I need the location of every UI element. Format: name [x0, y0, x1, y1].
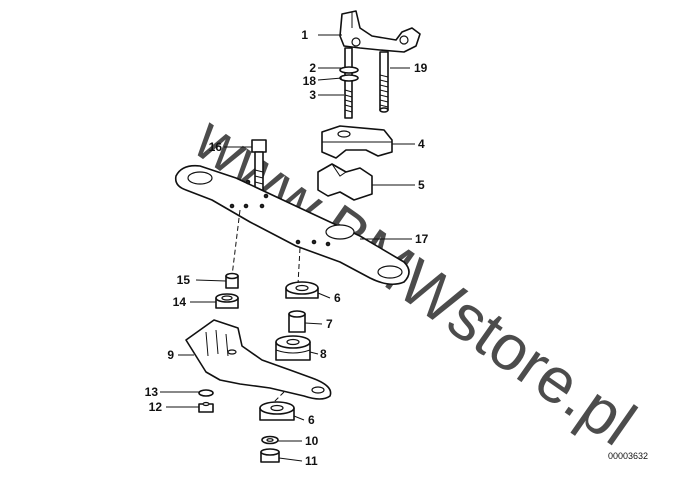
handlebar-bracket-part	[339, 10, 421, 53]
callout-18: 18	[303, 74, 317, 88]
callout-15: 15	[177, 273, 191, 287]
clamp-lower-part	[317, 163, 373, 201]
callout-17: 17	[415, 232, 429, 246]
callout-8: 8	[320, 347, 327, 361]
callout-5: 5	[418, 178, 425, 192]
callout-10: 10	[305, 434, 319, 448]
assembly-line-center	[297, 247, 301, 285]
nut-part	[198, 401, 214, 413]
spacer-part	[225, 272, 239, 289]
callout-7: 7	[326, 317, 333, 331]
drawing-number: 00003632	[608, 451, 648, 461]
callout-11: 11	[305, 454, 318, 468]
clamp-upper-part	[321, 125, 393, 159]
damper-part	[275, 335, 311, 361]
leader-lines	[160, 34, 415, 462]
callout-2: 2	[309, 61, 316, 75]
callout-4: 4	[418, 137, 425, 151]
washer-part	[198, 389, 214, 397]
callout-3: 3	[309, 88, 316, 102]
callout-14: 14	[173, 295, 187, 309]
rubber-bushing-part	[215, 293, 239, 309]
callout-13: 13	[145, 385, 159, 399]
callout-6-lower: 6	[308, 413, 315, 427]
watermark: www.BMWstore.pl	[181, 102, 648, 459]
callout-6-upper: 6	[334, 291, 341, 305]
rubber-mount-lower-part	[259, 401, 295, 421]
assembly-line-bottom	[271, 391, 285, 405]
threaded-bolt-part	[339, 47, 359, 119]
callout-12: 12	[149, 400, 163, 414]
callout-16: 16	[209, 140, 223, 154]
callout-19: 19	[414, 61, 428, 75]
callout-9: 9	[167, 348, 174, 362]
rubber-mount-upper-part	[285, 281, 319, 299]
sleeve-part	[288, 310, 306, 333]
assembly-line-left	[231, 209, 241, 277]
fork-bridge-plate-part	[174, 164, 410, 286]
lower-nut-part	[260, 448, 280, 463]
callout-1: 1	[301, 28, 308, 42]
mounting-bracket-part	[185, 319, 332, 400]
lower-washer-part	[261, 435, 279, 445]
long-bolt-part	[379, 51, 389, 113]
